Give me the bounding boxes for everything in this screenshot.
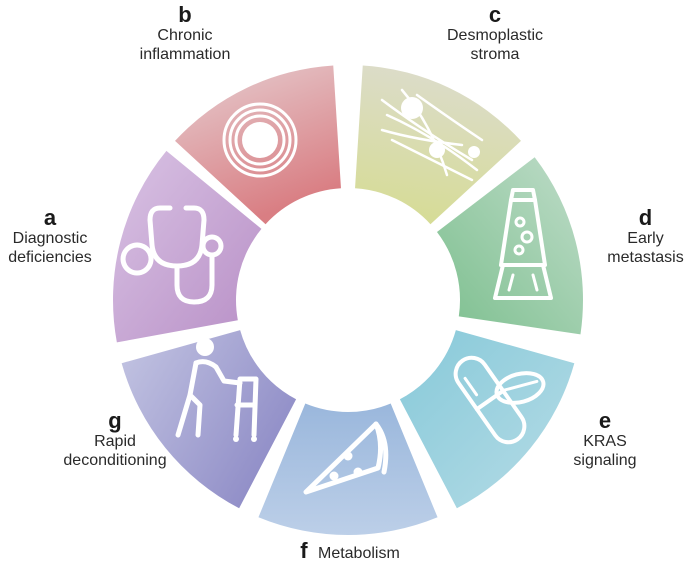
label-e-line1: KRAS — [583, 433, 627, 451]
sector-d — [436, 157, 583, 335]
label-a-line2: deficiencies — [8, 248, 92, 266]
label-c-line2: stroma — [470, 45, 520, 63]
lava-lamp-icon — [493, 188, 553, 300]
concentric-circles-icon — [222, 102, 298, 178]
label-b-letter: b — [178, 2, 192, 27]
label-e: e KRAS signaling — [555, 408, 655, 470]
label-g-line1: Rapid — [94, 433, 136, 451]
sector-g — [121, 330, 297, 509]
label-c-letter: c — [488, 2, 502, 27]
label-f: f Metabolism — [270, 538, 430, 563]
sector-a — [113, 150, 262, 343]
label-d-letter: d — [638, 205, 653, 230]
elderly-walker-icon — [175, 338, 259, 442]
label-d-line1: Early — [627, 230, 664, 248]
pizza-slice-icon — [303, 421, 389, 495]
stethoscope-icon — [120, 205, 224, 305]
pills-icon — [453, 355, 546, 445]
label-c-line1: Desmoplastic — [446, 27, 544, 45]
label-g-line2: deconditioning — [63, 451, 167, 469]
fibrous-stroma-icon — [380, 88, 484, 182]
label-a-line1: Diagnostic — [12, 230, 88, 248]
label-g-letter: g — [108, 408, 122, 433]
label-b-line2: inflammation — [139, 45, 231, 63]
label-a: a Diagnostic deficiencies — [0, 205, 100, 267]
label-a-letter: a — [43, 205, 57, 230]
label-f-line1: Metabolism — [317, 545, 400, 562]
label-g: g Rapid deconditioning — [55, 408, 175, 470]
label-d: d Early metastasis — [600, 205, 691, 267]
sector-f — [258, 403, 438, 535]
label-d-line2: metastasis — [607, 248, 684, 266]
label-e-letter: e — [598, 408, 612, 433]
sector-e — [399, 330, 575, 509]
label-f-letter: f — [300, 538, 308, 563]
label-b-line1: Chronic — [157, 27, 213, 45]
label-b: b Chronic inflammation — [130, 2, 240, 64]
label-e-line2: signaling — [573, 451, 637, 469]
label-c: c Desmoplastic stroma — [430, 2, 560, 64]
